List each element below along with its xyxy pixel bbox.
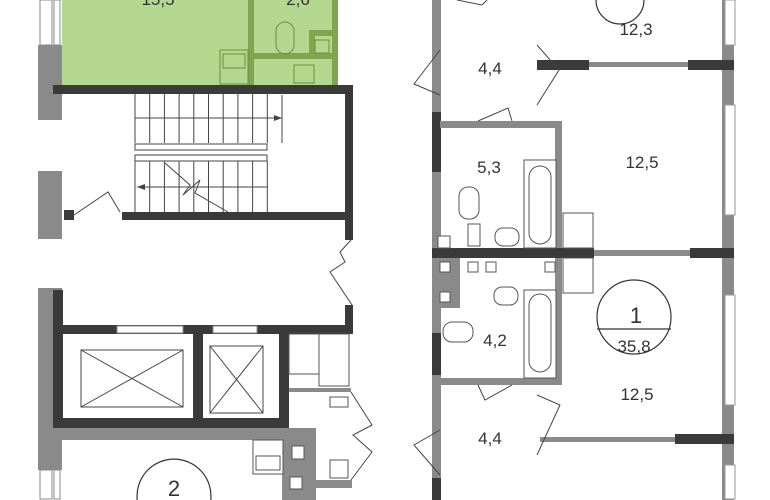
highlighted-apartment[interactable] [62,0,338,86]
apartment-2-number: 2 [168,476,180,500]
apartment-2-badge [136,458,212,500]
elevator-shaft [80,345,264,414]
room-area-bath-bottom: 4,2 [483,331,507,350]
apartment-1-area: 35,8 [617,337,650,356]
apartment-2[interactable]: 2 [62,428,352,500]
elevator-block [53,239,373,481]
room-area-top-room: 12,3 [619,20,652,39]
apartment-1-badge [596,279,672,355]
apartment-top-badge [595,0,645,25]
room-area-green-bath: 2,6 [286,0,310,9]
left-exterior-wall [38,0,62,500]
apartment-1[interactable]: 1 35,8 [413,0,736,500]
stairs [134,94,268,212]
room-area-top-hall: 4,4 [478,59,502,78]
stair-core [53,85,353,240]
apartment-1-number: 1 [630,303,642,328]
room-area-hall-bottom: 4,4 [478,429,502,448]
room-area-room-top: 12,5 [625,153,658,172]
room-area-room-bottom: 12,5 [620,385,653,404]
room-area-bath-top: 5,3 [477,158,501,177]
room-area-green-living: 15,5 [141,0,174,9]
